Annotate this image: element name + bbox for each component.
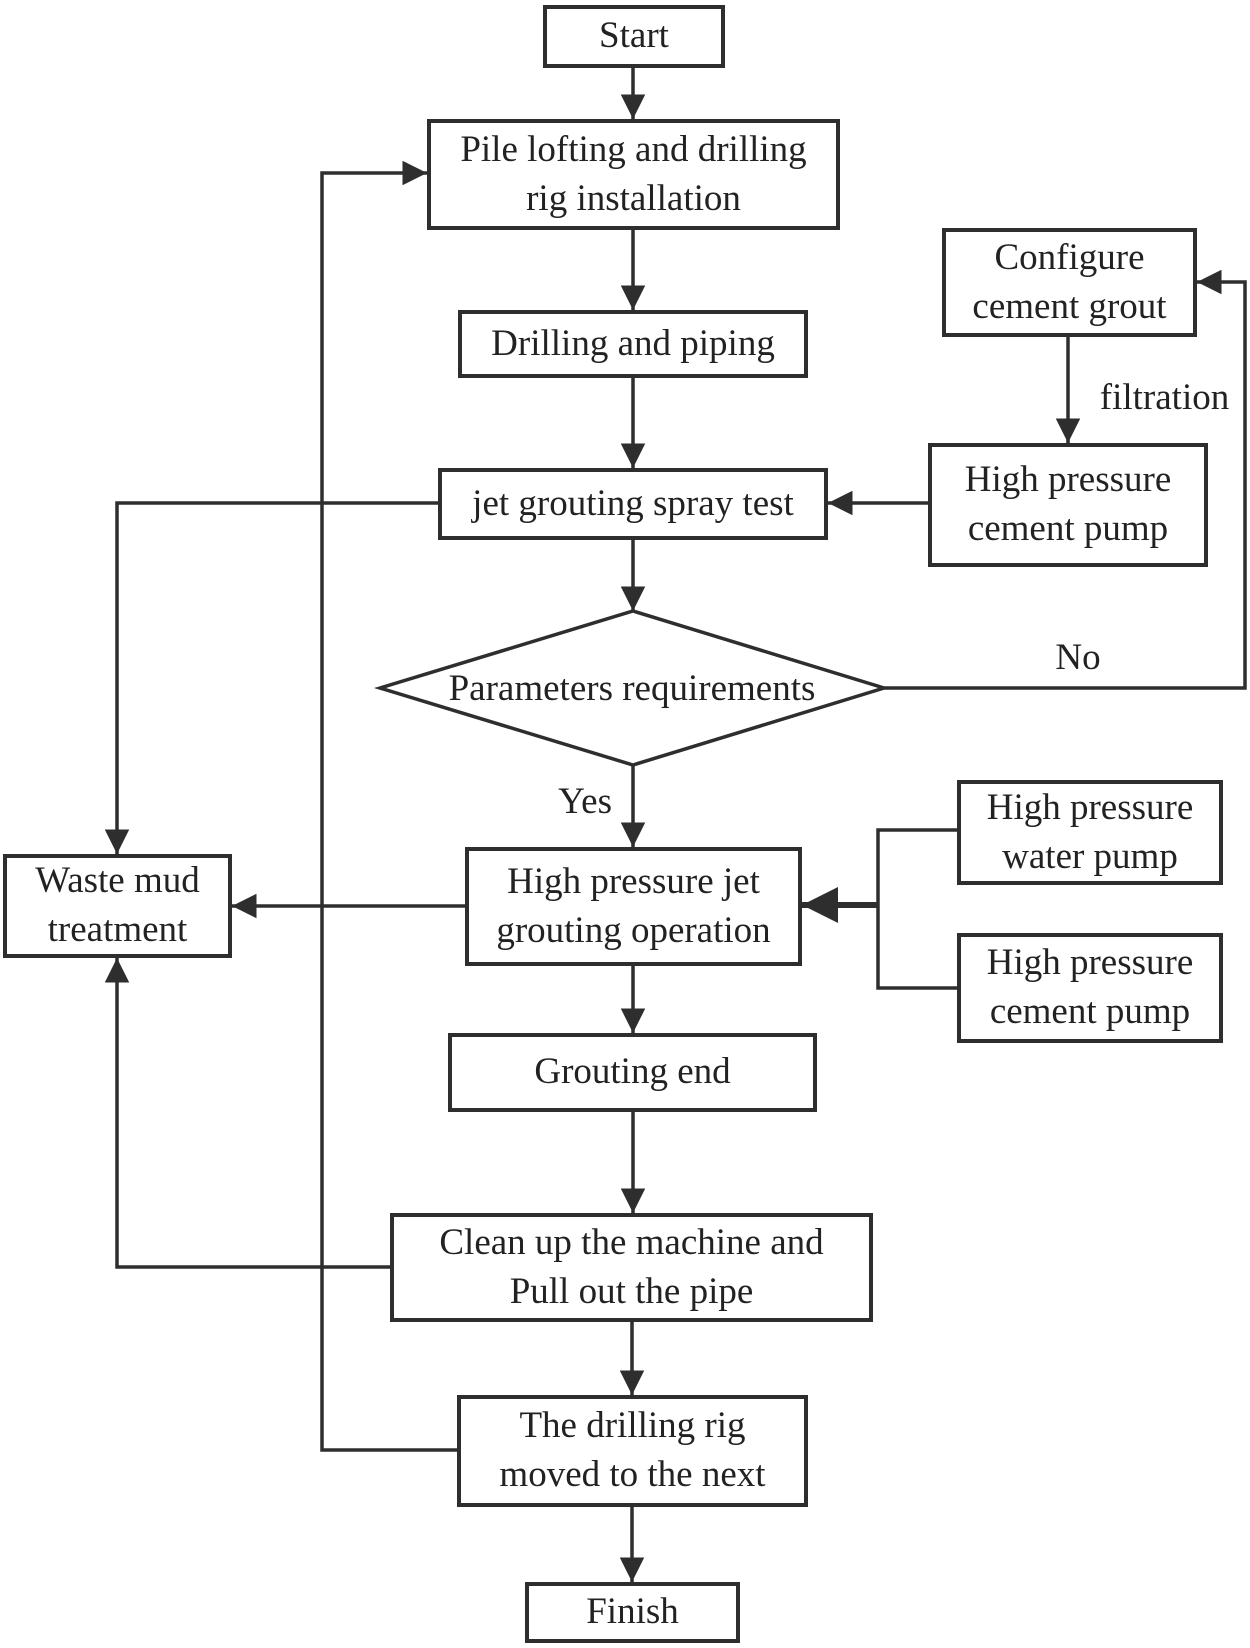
edge-jettest-to-wastemud — [104, 501, 438, 854]
node-rig-moved-next-label: The drilling rig moved to the next — [499, 1405, 766, 1495]
node-rig-moved-next: The drilling rig moved to the next — [457, 1395, 808, 1507]
node-grouting-end-label: Grouting end — [534, 1051, 731, 1093]
edge-rigmoved-loop-to-pile — [320, 160, 457, 1452]
node-drilling-piping: Drilling and piping — [458, 310, 808, 378]
node-start-label: Start — [599, 15, 669, 57]
decision-diamond-shape — [373, 609, 890, 767]
node-clean-up-machine: Clean up the machine and Pull out the pi… — [390, 1213, 873, 1322]
node-jet-grouting-operation: High pressure jet grouting operation — [465, 847, 802, 966]
node-start: Start — [543, 5, 725, 68]
node-drilling-piping-label: Drilling and piping — [491, 322, 775, 364]
edge-label-yes: Yes — [558, 781, 612, 822]
node-configure-cement-grout-label: Configure cement grout — [972, 236, 1167, 327]
edge-label-no: No — [1055, 637, 1101, 678]
node-hp-cement-pump-lower-label: High pressure cement pump — [986, 942, 1194, 1032]
node-hp-water-pump: High pressure water pump — [957, 780, 1223, 885]
node-hp-cement-pump-upper-label: High pressure cement pump — [964, 459, 1172, 549]
node-finish: Finish — [525, 1582, 740, 1643]
node-clean-up-machine-label: Clean up the machine and Pull out the pi… — [439, 1221, 824, 1312]
edge-pumps-bracket — [876, 828, 957, 990]
node-waste-mud-treatment-label: Waste mud treatment — [35, 860, 200, 950]
node-hp-water-pump-label: High pressure water pump — [986, 786, 1194, 877]
node-decision: Parameters requirements — [382, 611, 882, 765]
node-hp-cement-pump-upper: High pressure cement pump — [928, 443, 1208, 567]
node-jet-grouting-operation-label: High pressure jet grouting operation — [496, 860, 771, 951]
node-jet-spray-test: jet grouting spray test — [438, 468, 828, 540]
edge-cleanup-to-wastemud — [104, 958, 390, 1269]
node-pile-lofting: Pile lofting and drilling rig installati… — [427, 119, 840, 230]
node-pile-lofting-label: Pile lofting and drilling rig installati… — [460, 128, 807, 219]
node-finish-label: Finish — [586, 1591, 679, 1633]
node-decision-label: Parameters requirements — [448, 667, 816, 709]
node-jet-spray-test-label: jet grouting spray test — [472, 482, 794, 524]
node-configure-cement-grout: Configure cement grout — [942, 228, 1197, 337]
node-grouting-end: Grouting end — [448, 1033, 817, 1112]
node-waste-mud-treatment: Waste mud treatment — [3, 854, 232, 958]
edge-decision-no-to-configure — [884, 269, 1247, 690]
node-hp-cement-pump-lower: High pressure cement pump — [957, 933, 1223, 1043]
edge-label-filtration: filtration — [1099, 377, 1230, 418]
